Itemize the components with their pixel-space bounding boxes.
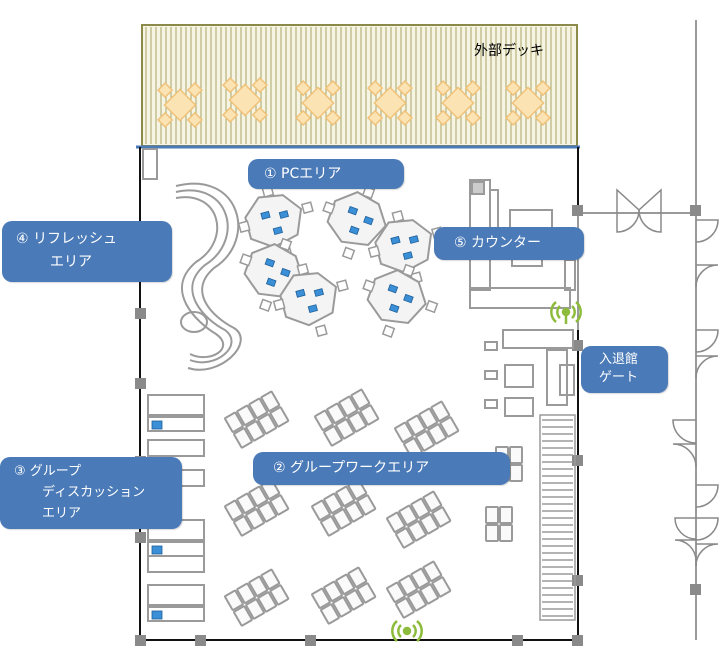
group-work-area-label-text: ② グループワークエリア [273,460,430,476]
group-table [224,568,290,627]
group-table [314,388,380,447]
pillar [135,532,146,543]
group-table [311,566,377,625]
pc-workstation-cluster [237,184,314,260]
pillar [512,635,523,646]
corridor [577,20,697,640]
group-table [386,490,452,549]
pillar [135,378,146,389]
discussion-area-label: ③ グループ ディスカッション エリア [0,457,182,529]
deck-table [435,80,481,126]
pillar [135,308,146,319]
discussion-area-label-line1: ③ グループ [14,464,82,479]
pillar [195,635,206,646]
deck-table [367,80,413,126]
refresh-area-label-line1: ④ リフレッシュ [16,231,118,247]
discussion-bench [147,439,205,457]
gate-label: 入退館 ゲート [581,346,668,393]
pc-workstation-cluster [272,262,349,338]
refresh-area-label: ④ リフレッシュ エリア [2,221,172,282]
pillar [572,575,583,586]
pillar [572,340,583,351]
wifi-icon [550,301,582,324]
discussion-area-label-line3: エリア [42,506,82,521]
group-table [386,560,452,619]
pillar [690,205,701,216]
pillar [572,635,583,646]
refresh-area-bench [175,182,242,371]
corridor-doors [616,188,719,567]
group-table [224,390,290,449]
group-work-tables [224,388,523,627]
staircase [539,414,576,621]
pillar [135,635,146,646]
discussion-booth [147,584,205,622]
entrance-gates [484,329,575,417]
pc-area-label: ① PCエリア [248,159,404,189]
outer-deck [141,24,578,147]
discussion-bench [147,555,205,573]
gate-label-line1: 入退館 [599,352,639,367]
gate-label-line2: ゲート [599,370,639,385]
pc-area-workstations [237,184,444,339]
discussion-area-label-line2: ディスカッション [42,485,146,500]
deck-table [505,80,551,126]
entrance-column [142,148,158,180]
refresh-area-label-line2: エリア [50,254,92,270]
deck-label: 外部デッキ [474,43,544,59]
discussion-booth [147,394,205,432]
group-table [224,478,290,537]
group-table [485,506,513,542]
pillar [305,635,316,646]
group-table [394,400,460,459]
pc-workstation-cluster [362,263,439,339]
wifi-icon [391,620,423,642]
deck-table [222,77,268,123]
deck-table [157,82,203,128]
deck-table [295,80,341,126]
pillar [572,455,583,466]
pillar [572,205,583,216]
group-work-area-label: ② グループワークエリア [253,452,510,485]
counter-label-text: ⑤ カウンター [454,235,542,251]
pc-area-label-text: ① PCエリア [264,166,342,182]
pillar [690,584,701,595]
counter-label: ⑤ カウンター [434,227,584,260]
group-table [311,478,377,537]
